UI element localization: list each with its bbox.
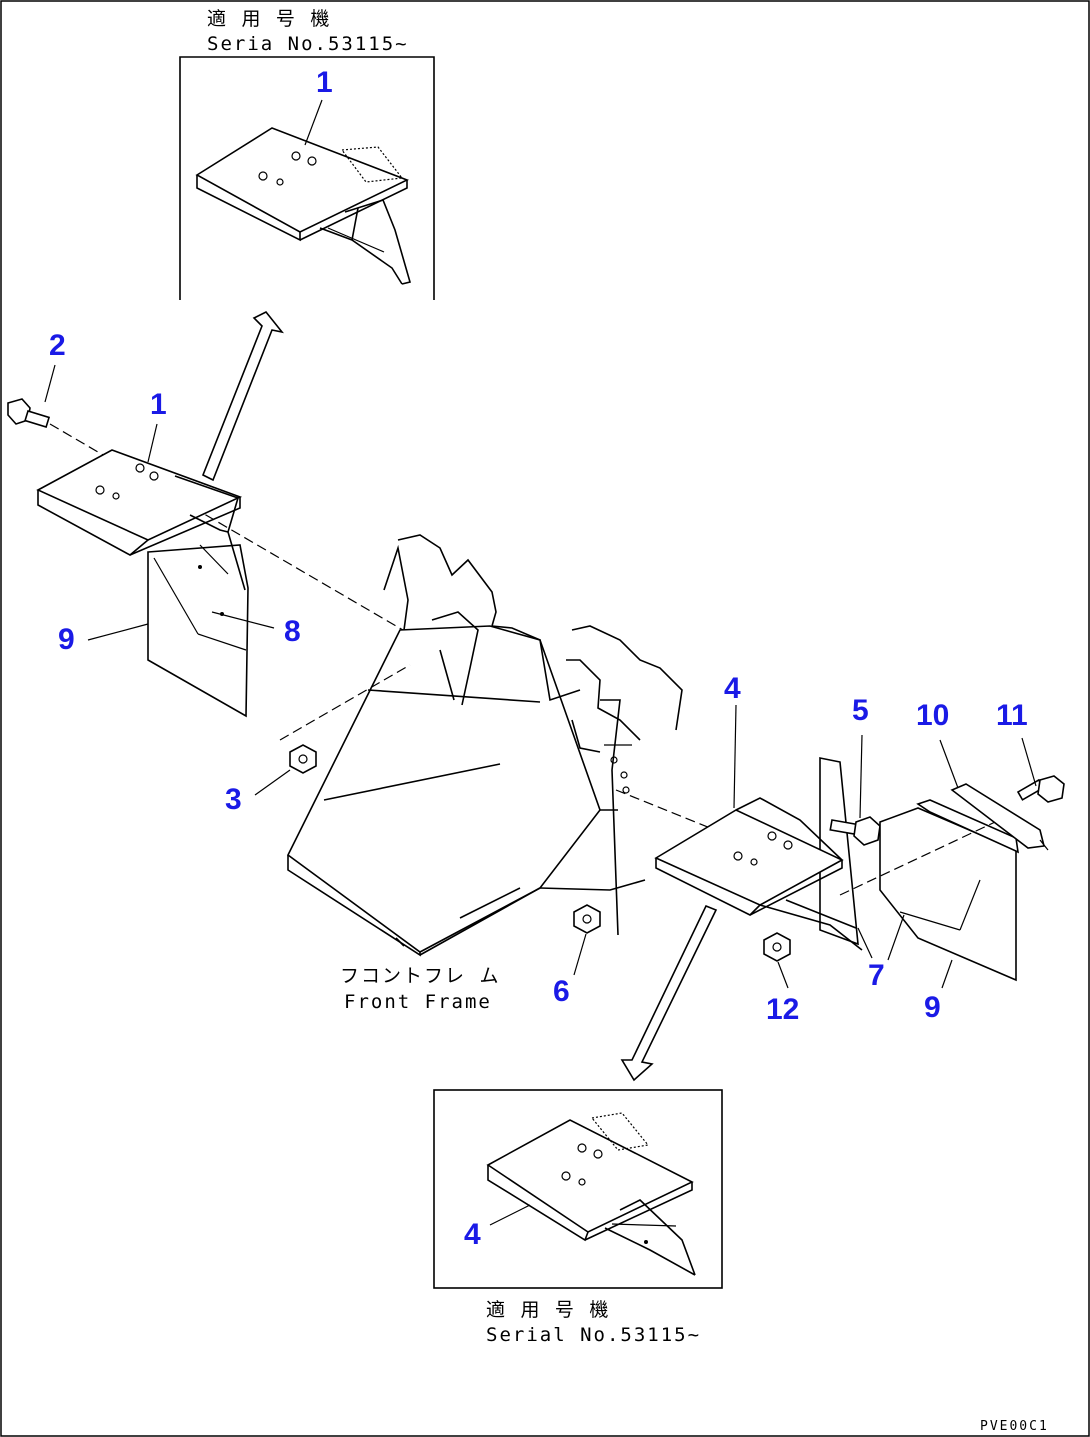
- callout-11: 11: [996, 699, 1028, 732]
- callout-3: 3: [225, 783, 242, 816]
- note-top-en: Seria No.53115~: [207, 33, 409, 55]
- drawing-code: PVE00C1: [980, 1419, 1049, 1434]
- nut-12: [763, 932, 791, 962]
- callout-2: 2: [49, 329, 66, 362]
- arrow-to-bottom-inset: [620, 904, 718, 1082]
- callout-9-right: 9: [924, 991, 941, 1024]
- callout-1-inset: 1: [316, 66, 333, 99]
- note-bottom-en: Serial No.53115~: [486, 1324, 701, 1346]
- callout-7: 7: [868, 959, 885, 992]
- callouts: 1 1 2 3 4 4 5 6 7 8 9 9 10 11 12: [49, 66, 1028, 1251]
- callout-6: 6: [553, 975, 570, 1008]
- nut-3: [289, 744, 317, 774]
- note-frame-jp: フコントフレ ム: [340, 965, 500, 987]
- front-frame: [279, 534, 741, 957]
- note-bottom-jp: 適 用 号 機: [486, 1299, 610, 1321]
- left-step-assembly: [7, 398, 421, 718]
- callout-9-left: 9: [58, 623, 75, 656]
- nut-6: [573, 904, 601, 934]
- text-labels: 適 用 号 機 Seria No.53115~ フコントフレ ム Front F…: [207, 8, 1049, 1434]
- inset-top: [179, 56, 435, 300]
- note-frame-en: Front Frame: [344, 991, 492, 1013]
- callout-8: 8: [284, 615, 301, 648]
- callout-10: 10: [916, 699, 949, 732]
- callout-5: 5: [852, 694, 869, 727]
- inset-bottom: [433, 1089, 723, 1289]
- callout-4: 4: [724, 672, 741, 705]
- note-top-jp: 適 用 号 機: [207, 8, 331, 30]
- right-step-assembly: [654, 757, 1065, 982]
- arrow-to-top-inset: [201, 310, 284, 482]
- callout-12: 12: [766, 993, 799, 1026]
- leader-lines: [44, 99, 1037, 1226]
- callout-1: 1: [150, 388, 167, 421]
- callout-4-inset: 4: [464, 1218, 481, 1251]
